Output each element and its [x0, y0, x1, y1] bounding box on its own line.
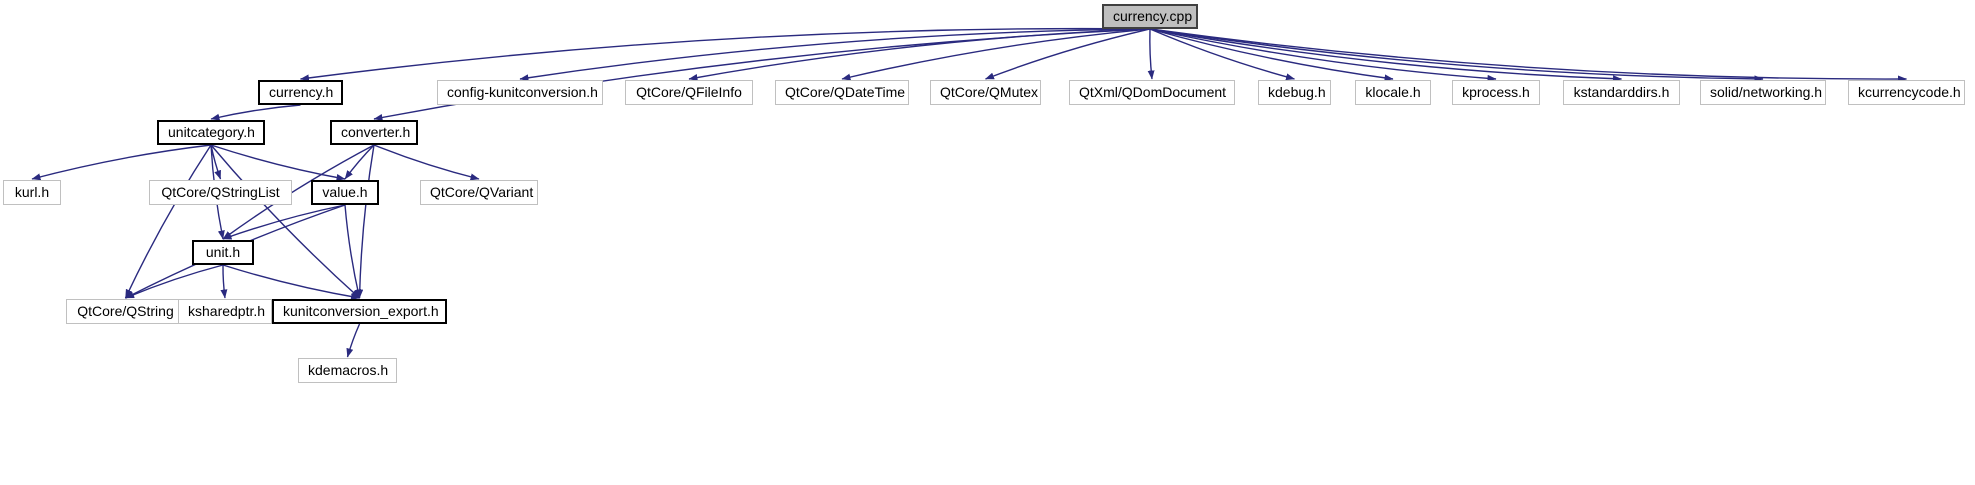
edge-unitcategory_h-to-qstring	[124, 144, 212, 299]
node-solid-networking-h[interactable]: solid/networking.h	[1700, 80, 1826, 105]
edge-currency_cpp-to-qmutex	[985, 28, 1151, 80]
node-kdebug-h[interactable]: kdebug.h	[1258, 80, 1331, 105]
edge-currency_cpp-to-kstandarddirs_h	[1149, 28, 1622, 83]
edge-value_h-to-kunitconv_export_h	[344, 204, 362, 299]
edge-currency_cpp-to-kcurrencycode_h	[1149, 28, 1907, 83]
node-qtcore-qstring[interactable]: QtCore/QString	[66, 299, 185, 324]
edge-unit_h-to-kunitconv_export_h	[222, 264, 360, 301]
node-qtxml-qdomdocument[interactable]: QtXml/QDomDocument	[1069, 80, 1235, 105]
node-currency-h[interactable]: currency.h	[258, 80, 343, 105]
node-converter-h[interactable]: converter.h	[330, 120, 418, 145]
node-ksharedptr-h[interactable]: ksharedptr.h	[178, 299, 272, 324]
edge-converter_h-to-qvariant	[373, 144, 480, 181]
node-currency-cpp[interactable]: currency.cpp	[1102, 4, 1198, 29]
node-value-h[interactable]: value.h	[311, 180, 379, 205]
edge-currency_cpp-to-qfileinfo	[688, 28, 1151, 81]
node-qtcore-qmutex[interactable]: QtCore/QMutex	[930, 80, 1041, 105]
edge-currency_cpp-to-qdomdocument	[1147, 28, 1155, 80]
edge-currency_cpp-to-klocale_h	[1149, 28, 1394, 82]
node-qtcore-qfileinfo[interactable]: QtCore/QFileInfo	[625, 80, 753, 105]
node-kstandarddirs-h[interactable]: kstandarddirs.h	[1563, 80, 1680, 105]
edge-kunitconv_export_h-to-kdemacros_h	[346, 323, 361, 358]
edge-value_h-to-unit_h	[222, 204, 346, 240]
edge-currency_cpp-to-kprocess_h	[1149, 28, 1497, 82]
edge-currency_cpp-to-converter_h	[373, 28, 1151, 121]
node-kprocess-h[interactable]: kprocess.h	[1452, 80, 1540, 105]
edge-unitcategory_h-to-kurl_h	[31, 144, 212, 181]
node-unitcategory-h[interactable]: unitcategory.h	[157, 120, 265, 145]
node-qtcore-qvariant[interactable]: QtCore/QVariant	[420, 180, 538, 205]
edge-converter_h-to-kunitconv_export_h	[356, 144, 375, 299]
edge-currency_cpp-to-solid_networking_h	[1149, 28, 1764, 83]
node-kdemacros-h[interactable]: kdemacros.h	[298, 358, 397, 383]
edge-currency_cpp-to-currency_h	[300, 27, 1151, 82]
node-kcurrencycode-h[interactable]: kcurrencycode.h	[1848, 80, 1965, 105]
edge-currency_h-to-unitcategory_h	[210, 104, 301, 121]
edge-unit_h-to-ksharedptr_h	[220, 264, 228, 299]
edge-currency_cpp-to-config_kunitconversion	[519, 28, 1151, 82]
edge-unit_h-to-qstring	[125, 264, 224, 299]
edge-unitcategory_h-to-value_h	[210, 144, 346, 181]
node-klocale-h[interactable]: klocale.h	[1355, 80, 1431, 105]
node-kunitconversion-export-h[interactable]: kunitconversion_export.h	[272, 299, 447, 324]
node-qtcore-qstringlist[interactable]: QtCore/QStringList	[149, 180, 292, 205]
edge-currency_cpp-to-qdatetime	[841, 28, 1151, 81]
node-qtcore-qdatetime[interactable]: QtCore/QDateTime	[775, 80, 909, 105]
node-kurl-h[interactable]: kurl.h	[3, 180, 61, 205]
edge-unitcategory_h-to-kunitconv_export_h	[210, 144, 360, 299]
edge-currency_cpp-to-kdebug_h	[1149, 28, 1295, 81]
edge-unitcategory_h-to-qstringlist	[210, 144, 222, 180]
node-config-kunitconversion-h[interactable]: config-kunitconversion.h	[437, 80, 603, 105]
node-unit-h[interactable]: unit.h	[192, 240, 254, 265]
edge-converter_h-to-value_h	[344, 144, 375, 180]
